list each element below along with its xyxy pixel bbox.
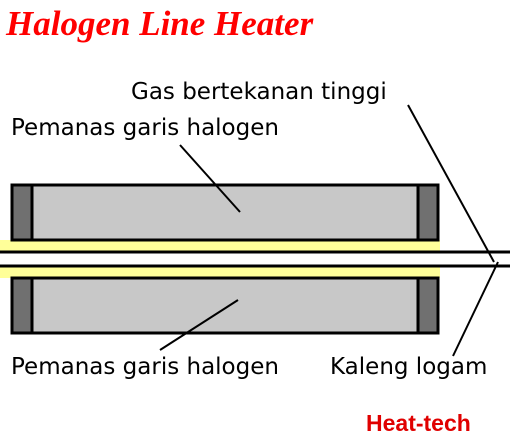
upper-heater-left-cap [10,183,34,242]
pipe-interior [0,253,510,265]
leader-line-heater-bottom [159,299,239,351]
metal-can-pipe [0,250,510,268]
upper-heater-right-cap [416,183,440,242]
lower-heater-left-cap [10,276,34,335]
upper-halogen-heater [10,183,440,242]
label-heater-top: Pemanas garis halogen [11,115,279,141]
lower-heater-right-cap [416,276,440,335]
leader-line-heater-top [179,144,241,213]
label-gas: Gas bertekanan tinggi [131,79,387,105]
brand-logo-text: Heat-tech [366,410,471,436]
lower-halogen-heater [10,276,440,335]
label-heater-bottom: Pemanas garis halogen [11,354,279,380]
upper-heater-body [10,183,440,242]
label-metal-can: Kaleng logam [330,354,487,380]
diagram-title: Halogen Line Heater [5,4,314,43]
lower-heater-body [10,276,440,335]
leader-line-can [452,261,499,357]
leader-line-gas [407,104,495,263]
